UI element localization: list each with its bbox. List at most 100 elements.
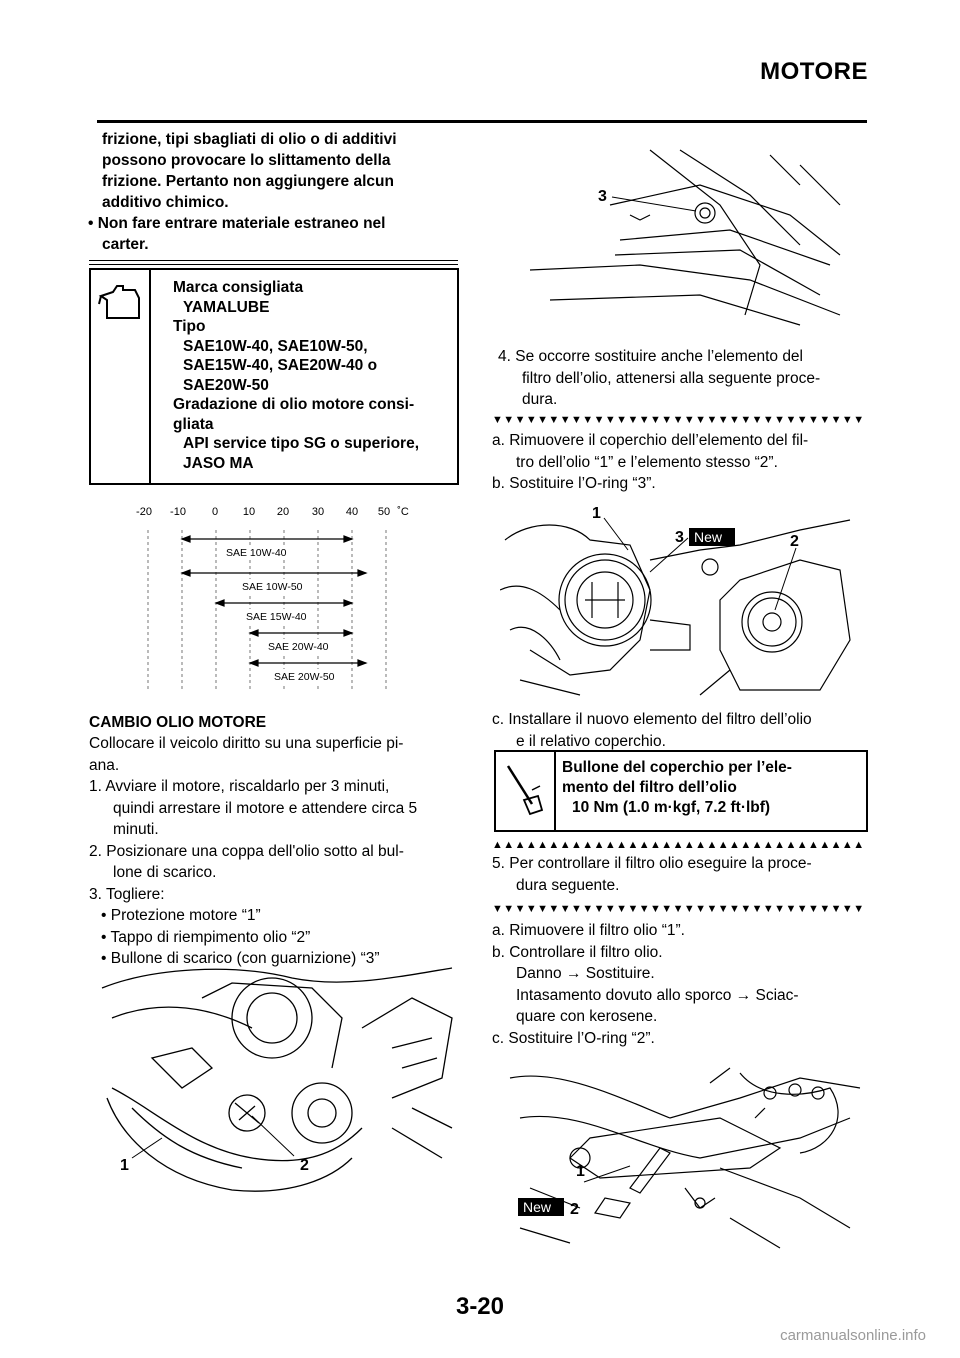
temp-label: 0: [212, 506, 218, 518]
temp-label: -10: [170, 506, 186, 518]
spec-value: SAE15W-40, SAE20W-40 o: [183, 357, 378, 374]
arrow-head: [248, 629, 259, 637]
spec-value: API service tipo SG o superiore,: [183, 435, 420, 452]
substep-c-text: c. Installare il nuovo elemento del filt…: [492, 709, 870, 752]
step-2: 2. Posizionare una coppa dell'olio sotto…: [89, 842, 404, 860]
new-badge: [689, 528, 735, 546]
spec-divider: [554, 752, 556, 830]
spec-label: Tipo: [173, 318, 206, 335]
drain-bolt-illustration: 3: [529, 149, 841, 326]
new-badge-label: New: [523, 1199, 552, 1215]
procedure-start-marker: ▼▼▼▼▼▼▼▼▼▼▼▼▼▼▼▼▼▼▼▼▼▼▼▼▼▼▼▼▼▼▼▼▼▼▼: [492, 415, 866, 425]
warning-rule: [89, 260, 458, 261]
callout-2: 2: [570, 1201, 579, 1218]
temp-label: -20: [136, 506, 152, 518]
step-4-cont: dura.: [522, 391, 558, 408]
torque-wrench-icon: [506, 765, 544, 816]
arrow-head: [343, 629, 354, 637]
arrow-head: [180, 535, 191, 543]
warning-line: carter.: [102, 236, 149, 253]
grade-label: SAE 20W-50: [274, 671, 335, 683]
temp-label: 30: [312, 506, 324, 518]
step-1: 1. Avviare il motore, riscaldarlo per 3 …: [89, 778, 390, 795]
callout-1: 1: [576, 1163, 585, 1180]
arrow-head: [343, 599, 354, 607]
new-badge: [518, 1198, 564, 1216]
watermark: carmanualsonline.info: [780, 1327, 926, 1344]
step-2-cont: lone di scarico.: [113, 864, 217, 881]
page-header-title: MOTORE: [760, 58, 868, 85]
header-rule: [97, 120, 867, 123]
bullet-item: • Protezione motore “1”: [101, 907, 261, 924]
warning-line: additivo chimico.: [102, 194, 229, 211]
substep-a: a. Rimuovere il coperchio dell’elemento …: [492, 432, 809, 449]
callout-2: 2: [300, 1157, 309, 1174]
step-4-text: 4. Se occorre sostituire anche l’element…: [498, 346, 870, 411]
spec-value: 10 Nm (1.0 m·kgf, 7.2 ft·lbf): [572, 799, 771, 816]
spec-label: Bullone del coperchio per l’ele-: [562, 759, 792, 776]
temp-label: 20: [277, 506, 289, 518]
warning-text: frizione, tipi sbagliati di olio o di ad…: [88, 129, 460, 255]
arrow-head: [357, 659, 368, 667]
temp-label: ˚C: [397, 506, 409, 518]
substep-b-cont: Intasamento dovuto allo sporco → Sciac-: [516, 986, 799, 1004]
temp-label: 40: [346, 506, 358, 518]
grade-label: SAE 10W-40: [226, 547, 287, 559]
spec-label: Marca consigliata: [173, 279, 304, 296]
spec-label: gliata: [173, 415, 214, 433]
torque-spec-text: Bullone del coperchio per l’ele- mento d…: [562, 758, 862, 818]
step-5: 5. Per controllare il filtro olio esegui…: [492, 855, 812, 872]
procedure-end-marker: ▲▲▲▲▲▲▲▲▲▲▲▲▲▲▲▲▲▲▲▲▲▲▲▲▲▲▲▲▲▲▲▲▲▲▲: [492, 840, 866, 850]
step-3: 3. Togliere:: [89, 885, 165, 903]
procedure-text: Collocare il veicolo diritto su una supe…: [89, 733, 464, 970]
callout-3: 3: [675, 529, 684, 546]
substeps-5: a. Rimuovere il filtro olio “1”. b. Cont…: [492, 920, 870, 1049]
substep-b-cont: Danno → Sostituire.: [516, 965, 655, 982]
viscosity-chart: -20 -10 0 10 20 30 40 50 ˚C: [136, 506, 409, 690]
page-number: 3-20: [455, 1293, 505, 1320]
oil-spec-box: Marca consigliata YAMALUBE Tipo SAE10W-4…: [89, 268, 459, 485]
step-1-cont: quindi arrestare il motore e attendere c…: [113, 799, 418, 817]
arrow-head: [180, 569, 191, 577]
new-badge-label: New: [694, 529, 723, 545]
substep-a: a. Rimuovere il filtro olio “1”.: [492, 922, 685, 939]
oil-can-icon: [98, 285, 140, 319]
temp-label: 10: [243, 506, 255, 518]
callout-1: 1: [592, 505, 601, 522]
torque-spec-box: Bullone del coperchio per l’ele- mento d…: [494, 750, 868, 832]
bullet-item: • Bullone di scarico (con guarnizione) “…: [101, 950, 380, 967]
grade-label: SAE 20W-40: [268, 641, 329, 653]
arrow-head: [248, 659, 259, 667]
callout-1: 1: [120, 1157, 129, 1174]
step-1-cont: minuti.: [113, 821, 159, 838]
body-line: ana.: [89, 756, 120, 774]
substeps-a-b: a. Rimuovere il coperchio dell’elemento …: [492, 430, 870, 495]
step-4-cont: filtro dell’olio, attenersi alla seguent…: [522, 369, 821, 387]
oil-strainer-illustration: 1 New 2: [509, 1067, 861, 1249]
warning-line: frizione. Pertanto non aggiungere alcun: [102, 173, 394, 190]
substep-b-cont: quare con kerosene.: [516, 1008, 658, 1025]
bullet-item: • Tappo di riempimento olio “2”: [101, 928, 311, 946]
substep-b: b. Controllare il filtro olio.: [492, 943, 663, 961]
arrow-head: [357, 569, 368, 577]
arrow-head: [343, 535, 354, 543]
engine-guard-illustration: 1 2: [101, 967, 453, 1192]
substep-a-cont: tro dell’olio “1” e l’elemento stesso “2…: [516, 453, 778, 471]
grade-label: SAE 10W-50: [242, 581, 303, 593]
warning-line: frizione, tipi sbagliati di olio o di ad…: [102, 131, 397, 148]
spec-divider: [149, 270, 151, 483]
substep-c-cont: e il relativo coperchio.: [516, 732, 666, 750]
arrow-head: [214, 599, 225, 607]
oil-filter-illustration: 1 3 New 2: [500, 505, 851, 696]
warning-line: possono provocare lo slittamento della: [102, 152, 391, 169]
callout-2: 2: [790, 533, 799, 550]
spec-label: Gradazione di olio motore consi-: [173, 396, 415, 413]
step-4: 4. Se occorre sostituire anche l’element…: [498, 348, 803, 365]
substep-c: c. Sostituire l’O-ring “2”.: [492, 1029, 655, 1047]
temp-label: 50: [378, 506, 390, 518]
spec-label: mento del filtro dell’olio: [562, 779, 737, 796]
body-line: Collocare il veicolo diritto su una supe…: [89, 735, 404, 752]
section-title: CAMBIO OLIO MOTORE: [89, 714, 267, 731]
procedure-start-marker: ▼▼▼▼▼▼▼▼▼▼▼▼▼▼▼▼▼▼▼▼▼▼▼▼▼▼▼▼▼▼▼▼▼▼▼: [492, 904, 866, 914]
spec-value: JASO MA: [183, 454, 254, 472]
